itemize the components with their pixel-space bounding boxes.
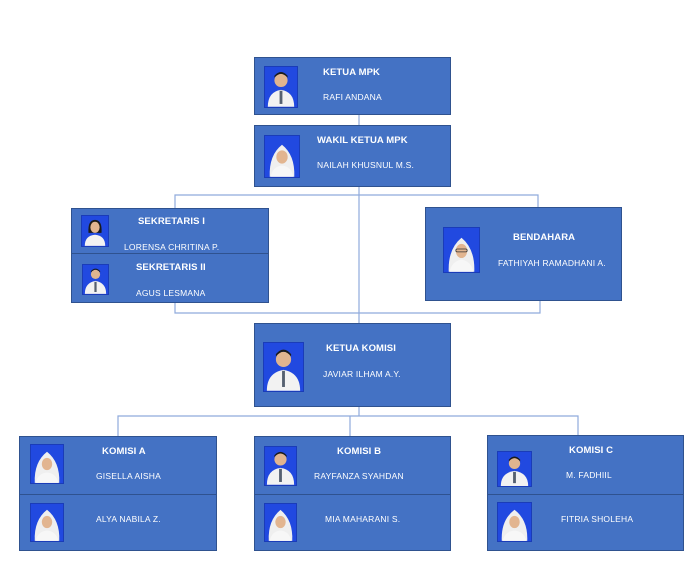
male-student-photo-icon: [264, 66, 298, 108]
female-hijab-student-photo-icon: [264, 135, 300, 178]
position-title: KETUA MPK: [323, 67, 381, 78]
male-student-photo-icon: [82, 264, 109, 295]
female-student-photo-icon: [81, 215, 109, 247]
position-title: KETUA KOMISI: [326, 343, 396, 354]
committee-title: KOMISI C: [569, 445, 614, 456]
person-name: AGUS LESMANA: [136, 288, 206, 298]
komisi-b-box: KOMISI B RAYFANZA SYAHDAN MIA MAHARANI S…: [254, 436, 451, 551]
position-title: BENDAHARA: [513, 232, 576, 243]
wakil-ketua-mpk-box: WAKIL KETUA MPK NAILAH KHUSNUL M.S.: [254, 125, 451, 187]
section-divider: [488, 494, 683, 495]
ketua-komisi-box: KETUA KOMISI JAVIAR ILHAM A.Y.: [254, 323, 451, 407]
committee-title: KOMISI B: [337, 446, 382, 457]
section-divider: [20, 494, 216, 495]
committee-title: KOMISI A: [102, 446, 146, 457]
position-title: SEKRETARIS I: [138, 216, 206, 227]
person-name: LORENSA CHRITINA P.: [124, 242, 220, 252]
member-name: ALYA NABILA Z.: [96, 514, 161, 524]
ketua-mpk-box: KETUA MPK RAFI ANDANA: [254, 57, 451, 115]
sekretaris-box: SEKRETARIS I LORENSA CHRITINA P. SEKRETA…: [71, 208, 269, 303]
person-name: NAILAH KHUSNUL M.S.: [317, 160, 415, 170]
male-student-photo-icon: [497, 451, 532, 487]
male-student-photo-icon: [263, 342, 304, 392]
female-hijab-student-photo-icon: [30, 444, 64, 484]
section-divider: [72, 253, 268, 254]
female-hijab-student-photo-icon: [497, 502, 532, 542]
member-name: M. FADHIIL: [566, 470, 612, 480]
komisi-a-box: KOMISI A GISELLA AISHA ALYA NABILA Z.: [19, 436, 217, 551]
member-name: FITRIA SHOLEHA: [561, 514, 634, 524]
person-name: FATHIYAH RAMADHANI A.: [498, 258, 606, 268]
female-hijab-student-photo-icon: [30, 503, 64, 542]
female-hijab-student-photo-icon: [443, 227, 480, 273]
position-title: WAKIL KETUA MPK: [317, 135, 408, 146]
male-student-photo-icon: [264, 446, 297, 486]
female-hijab-student-photo-icon: [264, 503, 297, 542]
komisi-c-box: KOMISI C M. FADHIIL FITRIA SHOLEHA: [487, 435, 684, 551]
member-name: GISELLA AISHA: [96, 471, 161, 481]
position-title: SEKRETARIS II: [136, 262, 206, 273]
person-name: JAVIAR ILHAM A.Y.: [323, 369, 401, 379]
section-divider: [255, 494, 450, 495]
member-name: RAYFANZA SYAHDAN: [314, 471, 404, 481]
member-name: MIA MAHARANI S.: [325, 514, 401, 524]
bendahara-box: BENDAHARA FATHIYAH RAMADHANI A.: [425, 207, 622, 301]
person-name: RAFI ANDANA: [323, 92, 382, 102]
